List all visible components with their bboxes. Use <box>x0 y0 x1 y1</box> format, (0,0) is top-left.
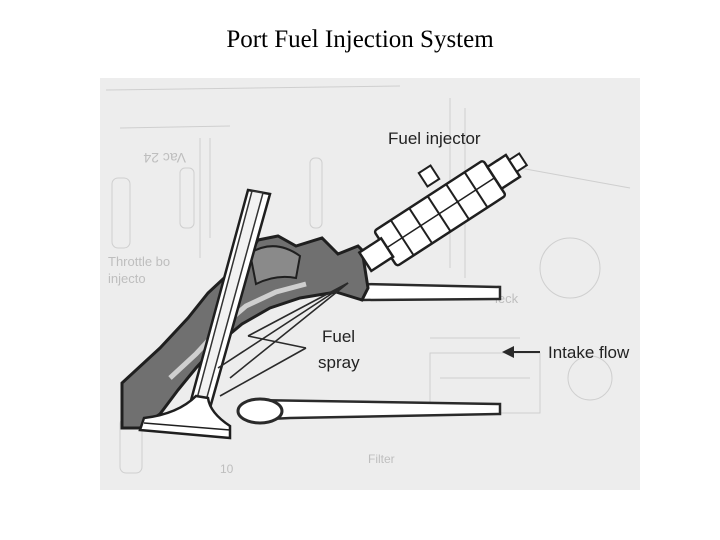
slide-title: Port Fuel Injection System <box>226 26 494 53</box>
svg-text:Throttle bo: Throttle bo <box>108 254 170 269</box>
valve-face-line <box>143 422 231 431</box>
intake-port-upper-wall <box>360 282 502 302</box>
port-bolt-hole <box>236 397 284 425</box>
svg-text:Filter: Filter <box>368 452 395 466</box>
fuel-injection-diagram: Throttle bo injecto Vac 24 leck Filter 1… <box>100 78 640 490</box>
svg-text:10: 10 <box>220 462 234 476</box>
fuel-spray-label-line2: spray <box>318 353 360 372</box>
fuel-injector-label: Fuel injector <box>388 129 481 148</box>
background-noise <box>105 85 631 474</box>
svg-text:injecto: injecto <box>108 271 146 286</box>
intake-flow-label: Intake flow <box>548 343 630 362</box>
svg-text:Vac 24: Vac 24 <box>143 150 186 166</box>
fuel-injector-body <box>357 152 529 273</box>
ghost-text: Throttle bo injecto Vac 24 leck Filter 1… <box>108 150 519 476</box>
head-boss <box>248 245 302 286</box>
fuel-spray-label-line1: Fuel <box>322 327 355 346</box>
fuel-spray-cone <box>217 282 349 397</box>
injector-connector <box>417 164 441 188</box>
intake-flow-arrow <box>502 346 540 358</box>
